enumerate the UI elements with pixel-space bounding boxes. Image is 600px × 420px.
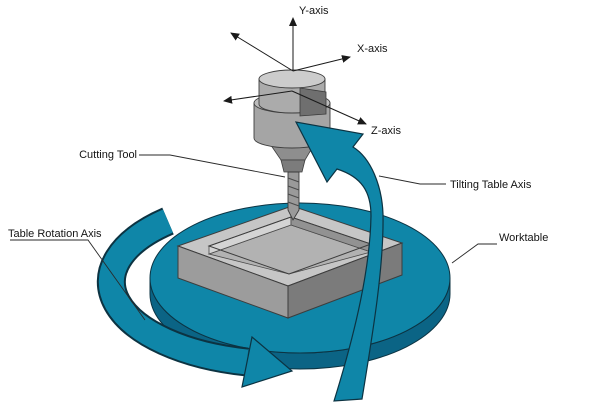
- spindle-notch: [299, 87, 327, 117]
- rotation-arrowhead-icon: [241, 335, 294, 388]
- leader-table-rotation-axis: [10, 239, 146, 321]
- axis-indicator: [223, 17, 367, 125]
- x-axis-arrow: [292, 55, 351, 72]
- callout-leaders: [10, 154, 497, 321]
- drill-flutes: [287, 177, 300, 207]
- upper-left-axis-arrow: [230, 32, 294, 72]
- left-axis-arrow: [223, 90, 293, 104]
- label-worktable: Worktable: [499, 232, 548, 244]
- leader-cutting-tool: [139, 154, 286, 178]
- label-y-axis: Y-axis: [299, 5, 329, 17]
- z-axis-arrow: [291, 90, 367, 125]
- label-z-axis: Z-axis: [371, 125, 401, 137]
- callout-labels: Y-axis X-axis Z-axis Cutting Tool Tiltin…: [8, 5, 548, 244]
- leader-tilting-table-axis: [378, 175, 446, 185]
- spindle-upper-top: [258, 69, 326, 89]
- rotation-arrow-band: [98, 209, 249, 375]
- tilting-arrow-shape: [294, 121, 384, 402]
- tool-holder: [280, 159, 306, 173]
- label-tilting-table-axis: Tilting Table Axis: [450, 179, 532, 191]
- label-cutting-tool: Cutting Tool: [79, 149, 137, 161]
- cutting-tool-bit: [287, 171, 300, 221]
- tilting-table-arrow: [294, 121, 384, 402]
- label-table-rotation-axis: Table Rotation Axis: [8, 228, 102, 240]
- label-x-axis: X-axis: [357, 43, 388, 55]
- leader-worktable: [451, 243, 497, 264]
- table-rotation-arrow: [96, 207, 294, 388]
